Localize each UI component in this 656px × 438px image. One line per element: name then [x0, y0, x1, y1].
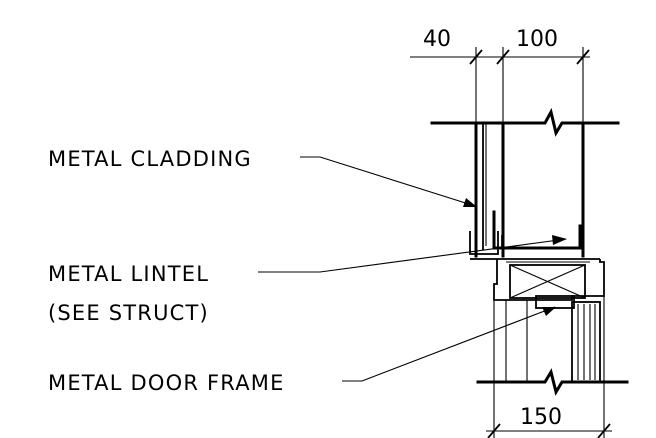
bottom-break-line — [476, 368, 629, 396]
dim-tick — [496, 49, 510, 65]
dim-tick — [487, 423, 501, 438]
dim-text-150: 150 — [520, 405, 562, 430]
dim-tick — [597, 423, 611, 438]
leader-arrow — [552, 235, 567, 245]
leader-lintel — [258, 238, 567, 273]
top-dimension: 40 100 — [410, 27, 590, 122]
dim-text-100: 100 — [516, 27, 558, 52]
dim-tick — [469, 49, 483, 65]
metal-cladding — [469, 121, 600, 260]
label-see-struct: (SEE STRUCT) — [48, 301, 209, 325]
leaders — [258, 156, 567, 382]
lintel-angle — [492, 210, 582, 250]
lintel-inner-box — [509, 264, 586, 299]
label-metal-cladding: METAL CLADDING — [48, 147, 252, 171]
lintel-cross — [509, 264, 586, 299]
leader-arrow — [542, 307, 556, 316]
metal-door-frame — [505, 295, 601, 383]
dim-tick — [576, 49, 590, 65]
label-metal-lintel: METAL LINTEL — [48, 262, 209, 286]
bottom-dimension: 150 — [486, 296, 612, 438]
door-frame-profile — [571, 301, 601, 383]
metal-lintel — [493, 259, 605, 301]
leader-cladding — [300, 156, 476, 207]
leader-door-frame — [342, 306, 556, 382]
dim-text-40: 40 — [423, 27, 451, 52]
label-metal-door-frame: METAL DOOR FRAME — [48, 371, 285, 395]
cladding-flashing — [469, 231, 499, 255]
leader-arrow — [463, 198, 477, 207]
top-break-line — [430, 107, 620, 137]
